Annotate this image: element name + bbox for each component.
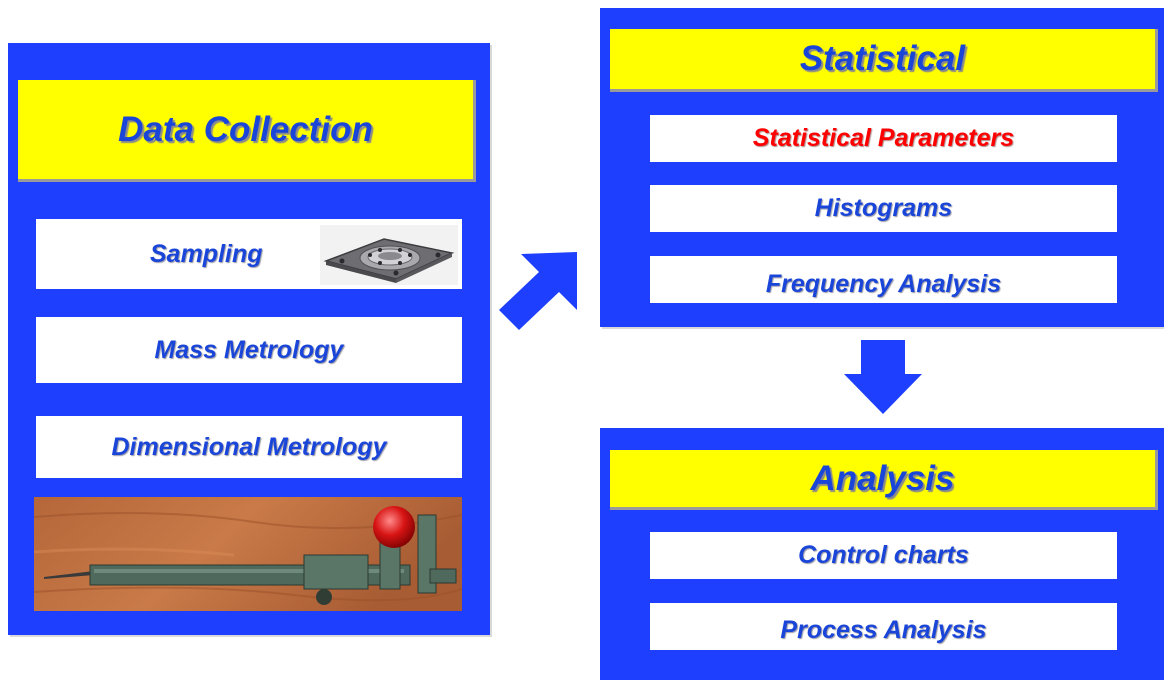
- process-analysis-item: Process Analysis: [650, 603, 1117, 650]
- histograms-label: Histograms: [814, 194, 953, 222]
- sampling-item: Sampling: [36, 219, 462, 289]
- analysis-title: Analysis: [610, 450, 1158, 510]
- data-collection-title: Data Collection: [18, 80, 476, 182]
- data-collection-title-text: Data Collection: [118, 109, 373, 149]
- statistical-parameters-label: Statistical Parameters: [752, 124, 1015, 152]
- statistical-panel: Statistical Statistical Parameters Histo…: [600, 8, 1164, 327]
- mass-metrology-item: Mass Metrology: [36, 317, 462, 383]
- control-charts-label: Control charts: [798, 541, 969, 569]
- frequency-analysis-label: Frequency Analysis: [765, 270, 1002, 298]
- histograms-item: Histograms: [650, 185, 1117, 232]
- arrow-down-icon: [844, 340, 922, 414]
- analysis-panel: Analysis Control charts Process Analysis: [600, 428, 1164, 680]
- control-charts-item: Control charts: [650, 532, 1117, 579]
- data-collection-panel: Data Collection Sampling Mass Metrology: [8, 43, 490, 635]
- statistical-parameters-item: Statistical Parameters: [650, 115, 1117, 162]
- mass-metrology-label: Mass Metrology: [154, 335, 344, 364]
- analysis-title-text: Analysis: [810, 458, 955, 498]
- arrow-up-right-icon: [499, 252, 577, 330]
- process-analysis-label: Process Analysis: [780, 616, 987, 644]
- sampling-label: Sampling: [150, 239, 263, 268]
- dimensional-metrology-item: Dimensional Metrology: [36, 416, 462, 478]
- caliper-photo: [34, 497, 462, 611]
- statistical-title-text: Statistical: [799, 39, 966, 78]
- statistical-title: Statistical: [610, 29, 1158, 92]
- frequency-analysis-item: Frequency Analysis: [650, 256, 1117, 303]
- dimensional-metrology-label: Dimensional Metrology: [111, 432, 387, 461]
- flange-plate-image: [320, 225, 458, 285]
